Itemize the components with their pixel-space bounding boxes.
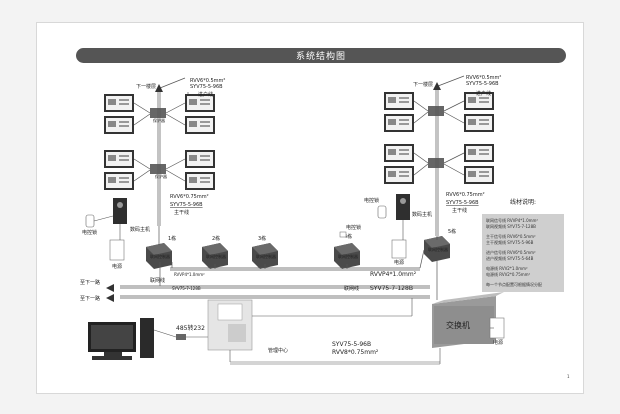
lock-label: 电控锁	[82, 229, 97, 236]
note-line: 进户视频线 SYV75-5-64B	[486, 256, 534, 261]
door-station-label: 数码主机	[130, 226, 150, 233]
power-box	[109, 239, 125, 261]
main-line-label: 主干线	[452, 207, 467, 214]
cable-label: SYV75-5-96B	[170, 202, 203, 208]
note-line: 进户信号线 RVV6*0.5mm²	[486, 250, 536, 255]
bus-line-label: 联网线	[344, 285, 359, 292]
main-line-label: 主干线	[174, 209, 189, 216]
cable-label: SYV75-7-128B	[172, 286, 201, 291]
note-line: 电源线 RVV2*0.75mm²	[486, 272, 531, 277]
diagram-title: 系统结构图	[295, 52, 346, 62]
rs485-label: 485转232	[176, 324, 205, 332]
cable-label: RVV6*0.5mm²	[466, 75, 501, 81]
controller-label: 联网控制器	[338, 253, 358, 259]
entry-line-label: 进户线	[476, 90, 491, 97]
power-label: 电源	[493, 339, 503, 346]
left-arrow-icon	[106, 284, 114, 292]
cable-label: SYV75-5-96B	[190, 84, 223, 90]
protector-label: 保护器	[155, 173, 167, 179]
lock-icon	[339, 231, 347, 238]
controller-label: 联网控制器	[150, 253, 170, 259]
building-label: 4栋	[344, 233, 352, 240]
switch-label: 交换机	[446, 320, 470, 330]
cable-notes-title: 线材说明:	[509, 199, 537, 206]
title-bar: 系统结构图	[76, 48, 566, 63]
building-label: 2栋	[212, 235, 220, 242]
right-building-monitors	[384, 75, 494, 236]
cable-label: RVVP4*1.0mm²	[370, 271, 417, 278]
cable-label: SYV75-7-128B	[370, 285, 413, 292]
note-line: 电源线 RVV2*1.0mm²	[486, 266, 528, 271]
note-line: 主干视频线 SYV75-5-96B	[486, 240, 534, 245]
left-building-monitors: 保护器 保护器	[104, 77, 215, 226]
note-line: 联网信号线 RVVP4*1.0mm²	[486, 218, 539, 223]
lock-icon	[377, 205, 387, 219]
cable-label: RVV8*0.75mm²	[332, 349, 379, 356]
bus-lines	[120, 226, 438, 300]
door-station-label: 数码主机	[412, 211, 432, 218]
cable-label: SYV75-5-96B	[466, 81, 499, 87]
next-floor-label: 下一楼层	[136, 83, 156, 90]
cable-label: RVV6*0.75mm²	[170, 194, 209, 200]
cable-label: RVV6*0.75mm²	[446, 192, 485, 198]
rs485-converter	[176, 334, 186, 340]
controller-label: 联网控制器	[206, 253, 226, 259]
lock-label: 电控锁	[364, 197, 379, 204]
up-arrow-icon	[155, 84, 163, 92]
cable-label: SYV75-5-96B	[446, 200, 479, 206]
building-label: 1栋	[168, 235, 176, 242]
up-arrow-icon	[433, 82, 441, 90]
building-label: 3栋	[258, 235, 266, 242]
power-label: 电源	[394, 259, 404, 266]
note-line: 联网视频线 SYV75-7-128B	[486, 224, 536, 229]
power-box	[391, 239, 407, 259]
next-road-label: 至下一路	[80, 279, 100, 286]
controller-label: 联网控制器	[256, 253, 276, 259]
cable-label: SYV75-5-96B	[332, 341, 371, 348]
lock-icon	[85, 214, 95, 228]
controller-label: 联网控制器	[428, 246, 448, 252]
management-center-label: 管理中心	[268, 347, 288, 354]
bus-line-label: 联网线	[150, 277, 165, 284]
note-line: 每一个节点配置可根据情况分配	[486, 282, 542, 287]
next-floor-label: 下一楼层	[413, 81, 433, 88]
page-number: 1	[567, 374, 570, 379]
cable-label: RVVP4*1.0mm²	[174, 272, 205, 277]
switch-unit	[432, 292, 505, 348]
management-center	[88, 298, 441, 365]
left-arrow-icon	[106, 294, 114, 302]
power-label: 电源	[112, 263, 122, 270]
cable-label: RVV6*0.5mm²	[190, 78, 225, 84]
building-label: 5栋	[448, 228, 456, 235]
protector-label: 保护器	[153, 117, 165, 123]
entry-line-label: 进户线	[198, 91, 213, 98]
door-station-left	[85, 198, 127, 261]
next-road-label: 至下一路	[80, 295, 100, 302]
door-station-right	[377, 194, 410, 259]
cable-notes-box: 线材说明: 联网信号线 RVVP4*1.0mm² 联网视频线 SYV75-7-1…	[482, 200, 564, 292]
lock-label: 电控锁	[346, 224, 361, 231]
note-line: 主干信号线 RVV6*0.5mm²	[486, 234, 536, 239]
